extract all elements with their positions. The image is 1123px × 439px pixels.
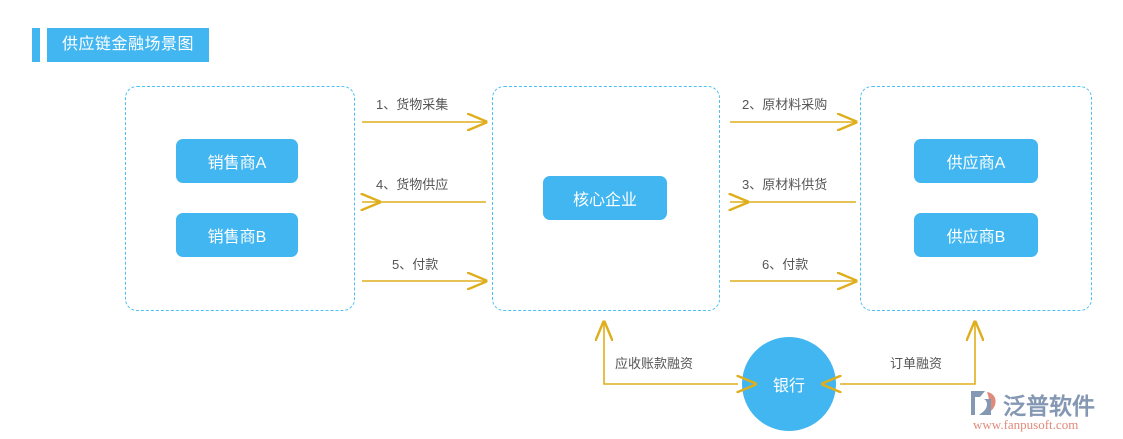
flow-label-3: 3、原材料供货 — [742, 177, 828, 192]
logo-wordmark: 泛普软件 — [1003, 393, 1095, 419]
entity-seller-b[interactable]: 销售商B — [176, 213, 298, 257]
flow-label-2: 2、原材料采购 — [742, 97, 828, 112]
finance-label-receivables: 应收账款融资 — [615, 356, 694, 371]
header-accent-bar — [32, 28, 40, 62]
core-enterprise-group-box — [492, 86, 720, 311]
page-title: 供应链金融场景图 — [61, 36, 194, 53]
entity-bank[interactable]: 银行 — [742, 337, 836, 431]
entity-supplier-b[interactable]: 供应商B — [914, 213, 1038, 257]
header-band — [47, 28, 209, 62]
flow-label-1: 1、货物采集 — [376, 97, 449, 112]
flow-label-4: 4、货物供应 — [376, 177, 449, 192]
brand-logo: 泛普软件 www.fanpusoft.com — [967, 388, 1117, 434]
logo-url: www.fanpusoft.com — [973, 417, 1079, 432]
suppliers-group-box — [860, 86, 1092, 311]
sellers-group-box — [125, 86, 355, 311]
entity-seller-a[interactable]: 销售商A — [176, 139, 298, 183]
flow-label-6: 6、付款 — [762, 257, 809, 272]
finance-label-order: 订单融资 — [890, 356, 943, 371]
entity-supplier-a[interactable]: 供应商A — [914, 139, 1038, 183]
fanpu-logo-icon — [971, 391, 996, 415]
entity-core-enterprise[interactable]: 核心企业 — [543, 176, 667, 220]
flow-label-5: 5、付款 — [392, 257, 439, 272]
